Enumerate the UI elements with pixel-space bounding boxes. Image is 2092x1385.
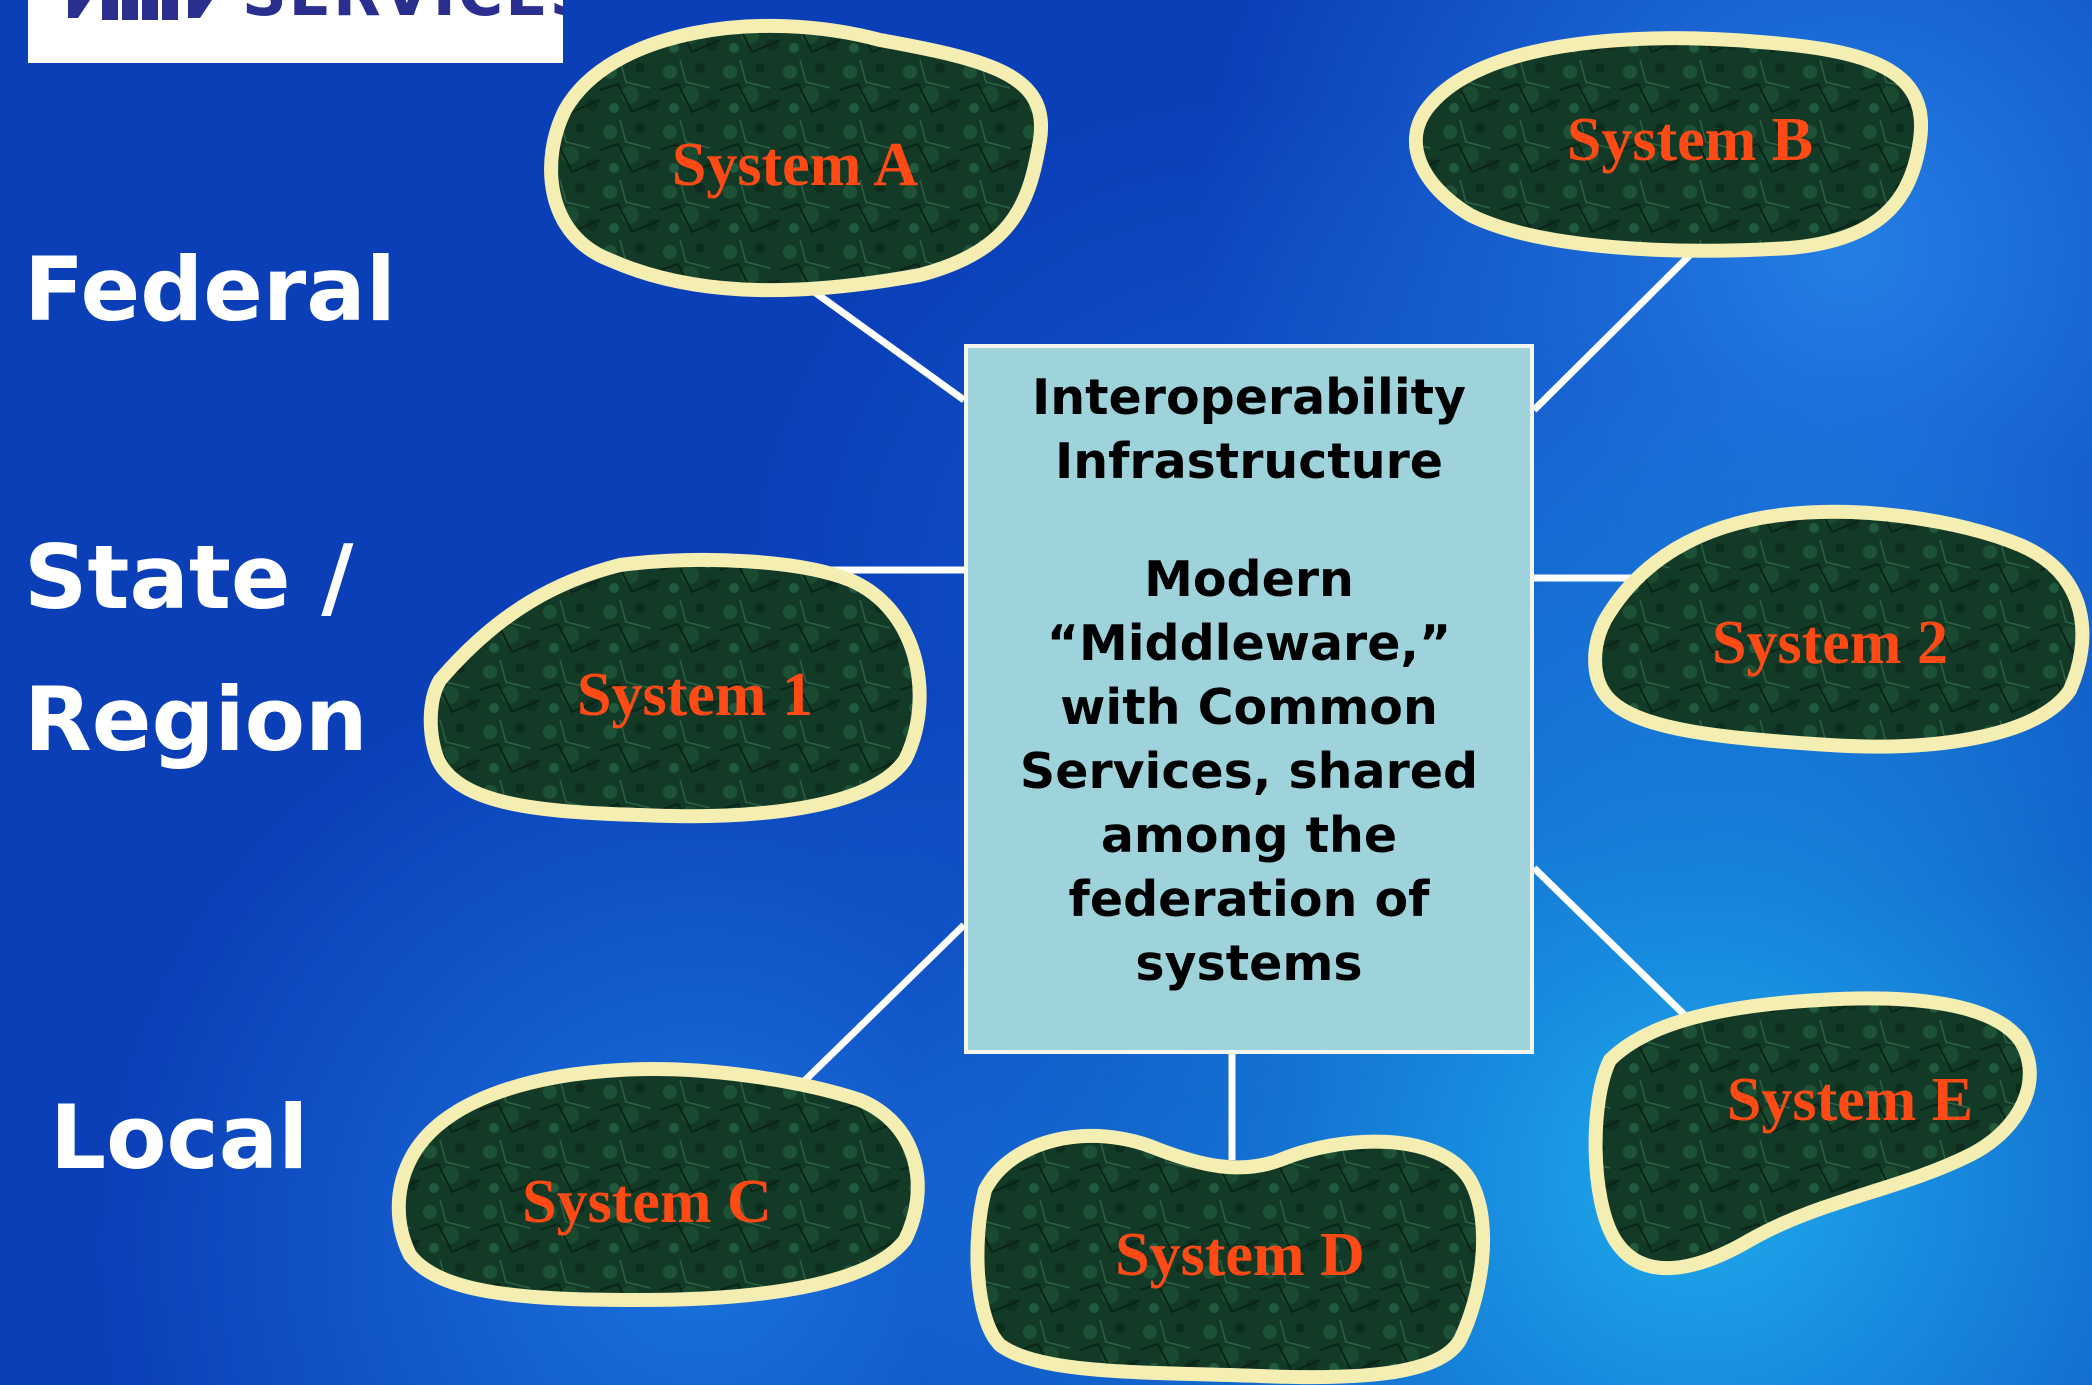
interoperability-hub: Interoperability Infrastructure Modern “… (964, 344, 1534, 1054)
system-1-label: System 1 (577, 661, 813, 729)
logo-mark-icon (68, 0, 212, 20)
island-system-c: System C (391, 1062, 925, 1308)
system-e-label: System E (1727, 1066, 1973, 1134)
logo: SERVICES (28, 0, 563, 63)
system-2-label: System 2 (1712, 609, 1948, 677)
system-d-label: System D (1115, 1221, 1365, 1289)
system-c-label: System C (522, 1168, 772, 1236)
island-system-2: System 2 (1588, 504, 2090, 754)
tier-label-federal: Federal (24, 238, 396, 341)
connector-system-c (787, 922, 967, 1098)
logo-text: SERVICES (242, 0, 563, 25)
connector-system-e (1531, 865, 1703, 1033)
island-system-d: System D (970, 1128, 1491, 1385)
hub-title: Interoperability Infrastructure (1032, 369, 1466, 490)
island-system-e: System E (1588, 991, 2037, 1276)
system-b-label: System B (1567, 106, 1813, 174)
island-system-1: System 1 (423, 553, 927, 824)
island-system-a: System A (544, 18, 1049, 298)
island-system-b: System B (1408, 31, 1929, 258)
tier-label-region: Region (24, 668, 368, 771)
tier-label-state: State / (24, 526, 354, 629)
connector-system-b (1531, 252, 1693, 413)
tier-label-local: Local (50, 1086, 309, 1189)
hub-description: Modern “Middleware,” with Common Service… (1019, 551, 1479, 992)
system-a-label: System A (672, 131, 919, 199)
